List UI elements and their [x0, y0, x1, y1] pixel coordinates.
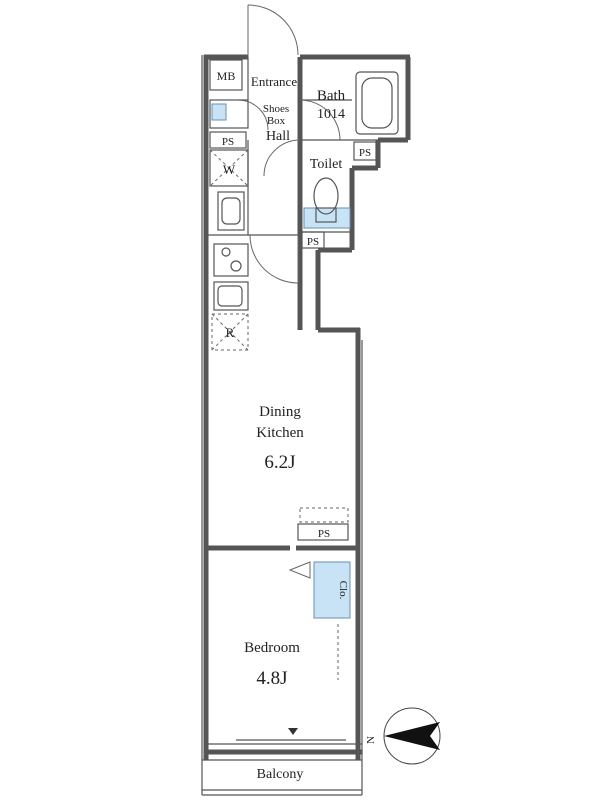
entrance-label: Entrance	[251, 74, 297, 89]
washer-space	[209, 149, 249, 187]
fridge-space	[211, 313, 249, 351]
bathtub-icon	[355, 71, 399, 135]
toilet-door	[263, 139, 301, 177]
mb-box	[209, 59, 243, 91]
ps-mid-label: PS	[318, 528, 330, 540]
kitchen-sink-icon	[213, 281, 249, 311]
ps-toilet-label: PS	[307, 236, 319, 248]
closet-label: Clo.	[337, 581, 349, 600]
toilet-label: Toilet	[310, 157, 343, 172]
hall-label: Hall	[266, 129, 290, 144]
bedroom-label: Bedroom	[244, 640, 300, 656]
ps-toilet-box	[301, 231, 325, 249]
fridge-label: R	[226, 325, 235, 340]
bath-label: Bath	[317, 88, 346, 104]
ps-bath-label: PS	[359, 147, 371, 159]
balcony-label: Balcony	[257, 767, 304, 782]
bedroom-size-label: 4.8J	[256, 668, 287, 689]
balcony-area	[201, 759, 363, 796]
window-marker-icon	[288, 728, 298, 735]
shoes-box-fixture	[211, 103, 227, 121]
ps-bath-box	[353, 141, 377, 161]
ps-mid-box	[297, 523, 349, 541]
cooktop-icon	[213, 243, 249, 277]
dining-size-label: 6.2J	[264, 452, 295, 473]
ps-left-label: PS	[222, 136, 234, 148]
hall-door	[249, 234, 299, 284]
bath-size-label: 1014	[317, 107, 345, 122]
shoes-box-label-1: Shoes	[263, 103, 289, 115]
bath-door	[299, 99, 341, 141]
storage-dashed	[299, 507, 349, 523]
kitchen-label: Kitchen	[256, 425, 304, 441]
compass-icon	[383, 707, 441, 765]
entrance-door	[247, 4, 299, 57]
wash-basin-icon	[217, 191, 245, 231]
shoes-box-frame	[209, 99, 249, 129]
closet-door-icon	[288, 561, 311, 579]
ps-left-box	[209, 131, 247, 149]
washer-label: W	[223, 162, 236, 177]
shoes-box-label-2: Box	[267, 115, 286, 127]
compass-north-label: N	[365, 736, 377, 744]
outer-walls	[201, 54, 411, 760]
mb-label: MB	[217, 69, 236, 83]
toilet-icon	[303, 177, 351, 229]
closet-box	[313, 561, 351, 619]
dining-label: Dining	[259, 404, 301, 420]
